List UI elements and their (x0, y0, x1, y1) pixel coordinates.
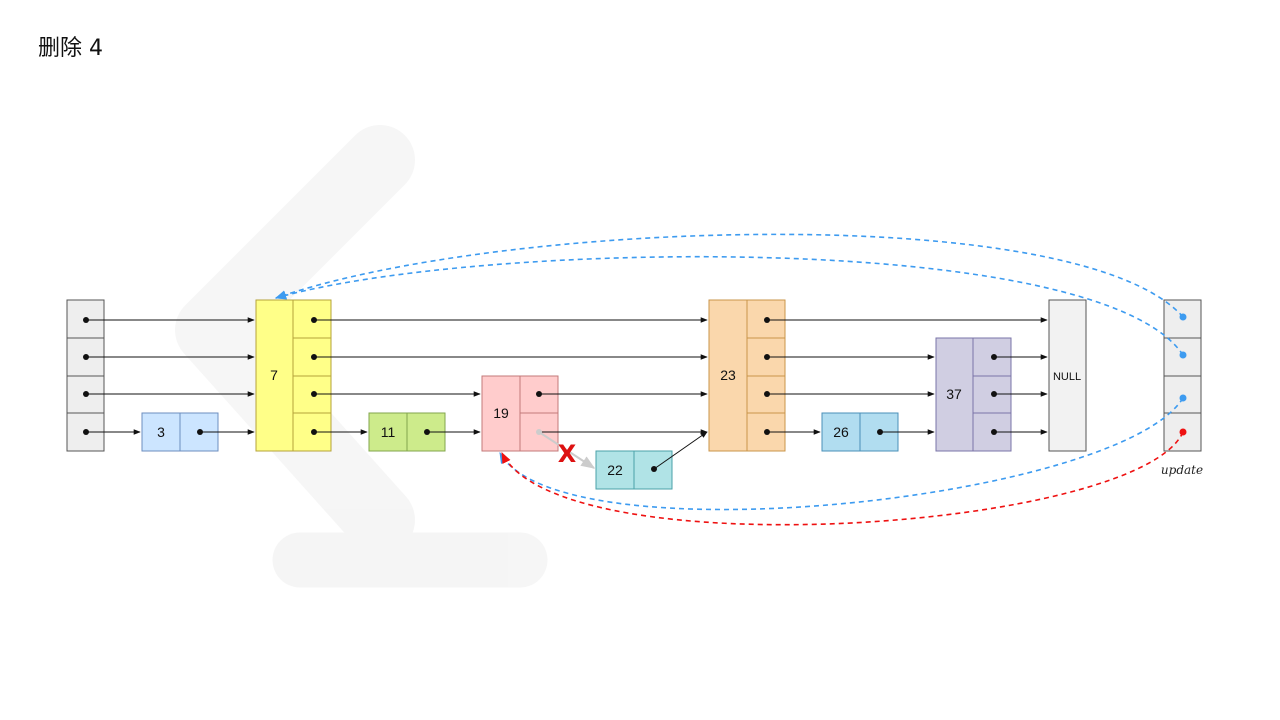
node-23-value: 23 (720, 367, 736, 383)
node-19-value: 19 (493, 405, 509, 421)
node-22-value: 22 (607, 462, 623, 478)
node-3-value: 3 (157, 424, 165, 440)
slide-title: 删除 4 (38, 36, 103, 61)
update-ref-l3 (274, 233, 1184, 318)
node-19: 19 (481, 375, 559, 452)
watermark (175, 125, 548, 588)
node-7-value: 7 (270, 367, 278, 383)
ptr-22-l0 (653, 431, 708, 470)
node-23: 23 (708, 299, 786, 452)
head-node (66, 299, 105, 452)
update-label: update (1161, 463, 1203, 477)
forward-pointers (86, 317, 1048, 470)
null-label: NULL (1053, 371, 1081, 383)
null-node: NULL (1048, 299, 1087, 452)
update-dots (1179, 313, 1187, 436)
removed-link: X (538, 431, 596, 469)
pointer-dots (83, 317, 997, 472)
node-7: 7 (255, 299, 332, 452)
node-3: 3 (141, 412, 219, 452)
node-11-value: 11 (381, 424, 396, 440)
update-references (274, 233, 1184, 526)
node-37-value: 37 (946, 386, 962, 402)
removed-pointer-dot (536, 429, 542, 435)
update-array: update (1161, 299, 1203, 477)
update-ref-l2 (274, 255, 1184, 356)
node-26-value: 26 (833, 424, 849, 440)
removed-mark: X (558, 440, 577, 468)
update-ref-l0 (501, 431, 1184, 526)
node-22: 22 (595, 450, 673, 490)
